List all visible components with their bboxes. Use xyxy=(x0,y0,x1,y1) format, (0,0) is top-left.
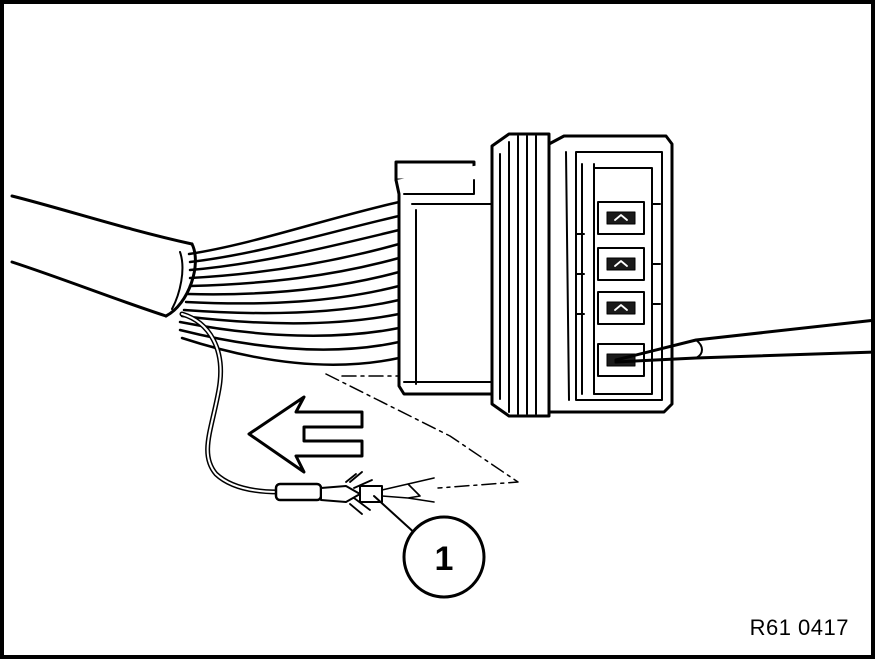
connector-rear-housing xyxy=(394,160,498,396)
callout-number: 1 xyxy=(435,540,454,578)
figure-reference-code: R61 0417 xyxy=(749,615,849,640)
cable-sheath xyxy=(10,194,197,318)
pin-cavity-3 xyxy=(597,291,645,325)
callout-circle xyxy=(402,515,486,599)
extracted-wire xyxy=(179,311,282,495)
pin-cavity-2 xyxy=(597,247,645,281)
pin-cavity-1 xyxy=(597,201,645,235)
connector-repair-diagram: 1 xyxy=(10,132,875,599)
release-tool xyxy=(614,318,875,364)
callout-leader-line xyxy=(373,495,419,537)
pull-direction-arrow xyxy=(247,395,364,474)
wire-terminal xyxy=(274,471,435,515)
